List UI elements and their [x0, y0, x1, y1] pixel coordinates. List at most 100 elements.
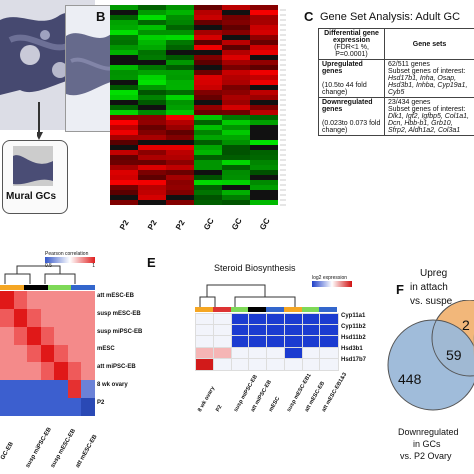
panel-d-legend: Pearson correlation 0.5 1	[45, 251, 115, 269]
heatmap-cell	[222, 150, 250, 155]
heatmap-cell	[250, 135, 278, 140]
heatmap-cell	[67, 326, 82, 345]
heatmap-cell	[166, 130, 194, 135]
heatmap-cell	[13, 326, 28, 345]
heatmap-cell	[138, 80, 166, 85]
heatmap-cell	[110, 100, 138, 105]
heatmap-cell	[250, 125, 278, 130]
heatmap-cell	[194, 5, 222, 10]
heatmap-cell	[81, 326, 95, 345]
heatmap-cell	[110, 105, 138, 110]
heatmap-cell	[166, 180, 194, 185]
heatmap-cell	[0, 344, 14, 363]
arrow-line	[35, 100, 97, 142]
legend-title: log2 expression	[312, 275, 348, 281]
heatmap-cell	[40, 326, 55, 345]
heatmap-cell	[194, 25, 222, 30]
heatmap-cell	[250, 30, 278, 35]
heatmap-cell	[110, 155, 138, 160]
heatmap-cell	[166, 160, 194, 165]
heatmap-cell	[222, 60, 250, 65]
heatmap-cell	[138, 110, 166, 115]
row-label-hsd3b1: Hsd3b1	[341, 346, 363, 352]
panel-d-dendrogram	[0, 262, 95, 284]
heatmap-cell	[250, 60, 278, 65]
heatmap-cell	[13, 380, 28, 399]
heatmap-cell	[54, 362, 68, 381]
heatmap-cell	[194, 200, 222, 205]
heatmap-cell	[138, 100, 166, 105]
heatmap-cell	[138, 5, 166, 10]
heatmap-cell	[194, 45, 222, 50]
heatmap-cell	[110, 195, 138, 200]
heatmap-cell	[194, 70, 222, 75]
col-label: P2	[214, 404, 224, 413]
heatmap-cell	[222, 95, 250, 100]
heatmap-cell	[194, 40, 222, 45]
heatmap-cell	[194, 110, 222, 115]
heatmap-cell	[166, 135, 194, 140]
heatmap-cell	[138, 10, 166, 15]
heatmap-cell	[27, 344, 41, 363]
heatmap-cell	[13, 291, 28, 309]
heatmap-cell	[222, 15, 250, 20]
heatmap-cell	[250, 160, 278, 165]
heatmap-cell	[27, 380, 41, 399]
heatmap-cell	[222, 80, 250, 85]
heatmap-cell	[138, 30, 166, 35]
row-label: 8 wk ovary	[97, 382, 128, 388]
heatmap-cell	[110, 30, 138, 35]
heatmap-cell	[250, 65, 278, 70]
heatmap-cell	[194, 175, 222, 180]
heatmap-cell	[166, 80, 194, 85]
heatmap-cell	[194, 160, 222, 165]
panel-e-legend: log2 expression	[312, 275, 362, 287]
heatmap-cell	[166, 50, 194, 55]
heatmap-cell	[27, 362, 41, 381]
heatmap-cell	[194, 95, 222, 100]
heatmap-cell	[166, 60, 194, 65]
heatmap-cell	[166, 90, 194, 95]
panel-e-title: Steroid Biosynthesis	[214, 263, 296, 273]
panel-e-colorbar-strip	[195, 307, 337, 312]
heatmap-cell	[250, 170, 278, 175]
heatmap-cell	[0, 326, 14, 345]
heatmap-cell	[166, 10, 194, 15]
heatmap-cell	[222, 40, 250, 45]
heatmap-cell	[40, 362, 55, 381]
heatmap-cell	[138, 65, 166, 70]
col-label: att mESC-EB	[75, 433, 99, 469]
heatmap-cell	[54, 326, 68, 345]
heatmap-cell	[194, 80, 222, 85]
heatmap-cell	[194, 20, 222, 25]
heatmap-cell	[166, 35, 194, 40]
legend-gradient	[312, 281, 352, 287]
heatmap-cell	[250, 100, 278, 105]
heatmap-cell	[138, 165, 166, 170]
heatmap-cell	[250, 195, 278, 200]
heatmap-cell	[250, 150, 278, 155]
heatmap-cell	[250, 185, 278, 190]
heatmap-cell	[110, 25, 138, 30]
heatmap-cell	[250, 55, 278, 60]
heatmap-cell	[0, 380, 14, 399]
heatmap-cell	[27, 308, 41, 327]
heatmap-cell	[138, 150, 166, 155]
heatmap-cell	[194, 130, 222, 135]
heatmap-cell	[110, 140, 138, 145]
col-label-gc: GC	[230, 216, 244, 232]
heatmap-cell	[222, 75, 250, 80]
panel-d-heatmap	[0, 291, 95, 416]
heatmap-cell	[110, 75, 138, 80]
heatmap-cell	[138, 85, 166, 90]
heatmap-cell	[110, 120, 138, 125]
heatmap-cell	[13, 308, 28, 327]
heatmap-cell	[138, 160, 166, 165]
heatmap-cell	[67, 380, 82, 399]
heatmap-cell	[138, 50, 166, 55]
heatmap-cell	[13, 362, 28, 381]
heatmap-cell	[110, 80, 138, 85]
heatmap-cell	[166, 120, 194, 125]
heatmap-cell	[138, 135, 166, 140]
heatmap-cell	[222, 170, 250, 175]
